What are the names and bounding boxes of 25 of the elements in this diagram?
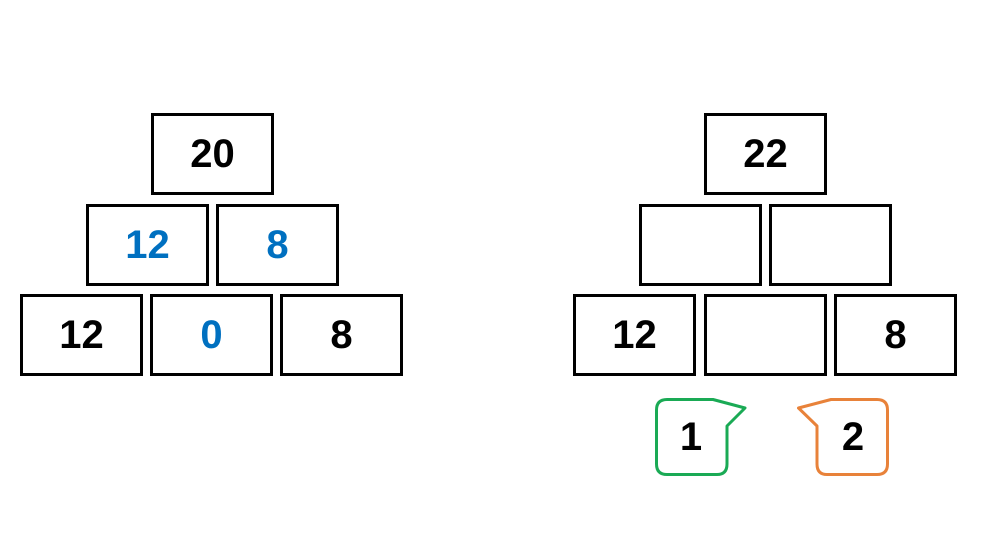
empty-box bbox=[639, 204, 762, 286]
number: 12 bbox=[125, 222, 170, 268]
speech-bubble bbox=[797, 398, 889, 476]
number-box bbox=[216, 204, 339, 286]
number: 8 bbox=[884, 312, 907, 358]
number-box bbox=[20, 294, 143, 376]
number: 22 bbox=[743, 132, 788, 176]
number: 8 bbox=[266, 222, 289, 268]
number: 2 bbox=[842, 414, 864, 460]
number-box bbox=[573, 294, 696, 376]
number-box bbox=[280, 294, 403, 376]
empty-box bbox=[769, 204, 892, 286]
number-box bbox=[86, 204, 209, 286]
number-box bbox=[704, 113, 827, 195]
number: 12 bbox=[612, 312, 657, 358]
number-box bbox=[150, 294, 273, 376]
number: 1 bbox=[680, 414, 702, 460]
number: 0 bbox=[200, 312, 223, 358]
number: 12 bbox=[59, 312, 104, 358]
number: 20 bbox=[190, 132, 235, 176]
empty-box bbox=[704, 294, 827, 376]
number-box bbox=[151, 113, 274, 195]
number: 8 bbox=[330, 312, 353, 358]
number-box bbox=[834, 294, 957, 376]
speech-bubble bbox=[655, 398, 747, 476]
